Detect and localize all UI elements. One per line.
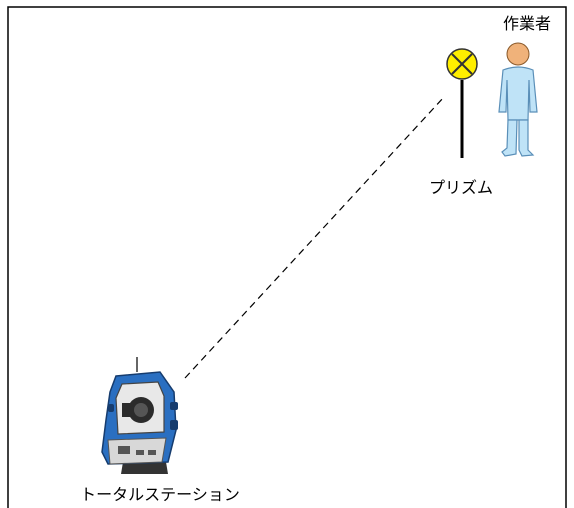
worker-label: 作業者	[503, 14, 551, 33]
line-of-sight	[184, 96, 445, 379]
prism-target-icon	[446, 48, 478, 158]
diagram-frame	[7, 6, 567, 508]
total-station-label: トータルステーション	[80, 485, 240, 504]
total-station-icon	[101, 357, 178, 474]
person-icon	[498, 42, 538, 157]
prism-label: プリズム	[429, 178, 493, 197]
